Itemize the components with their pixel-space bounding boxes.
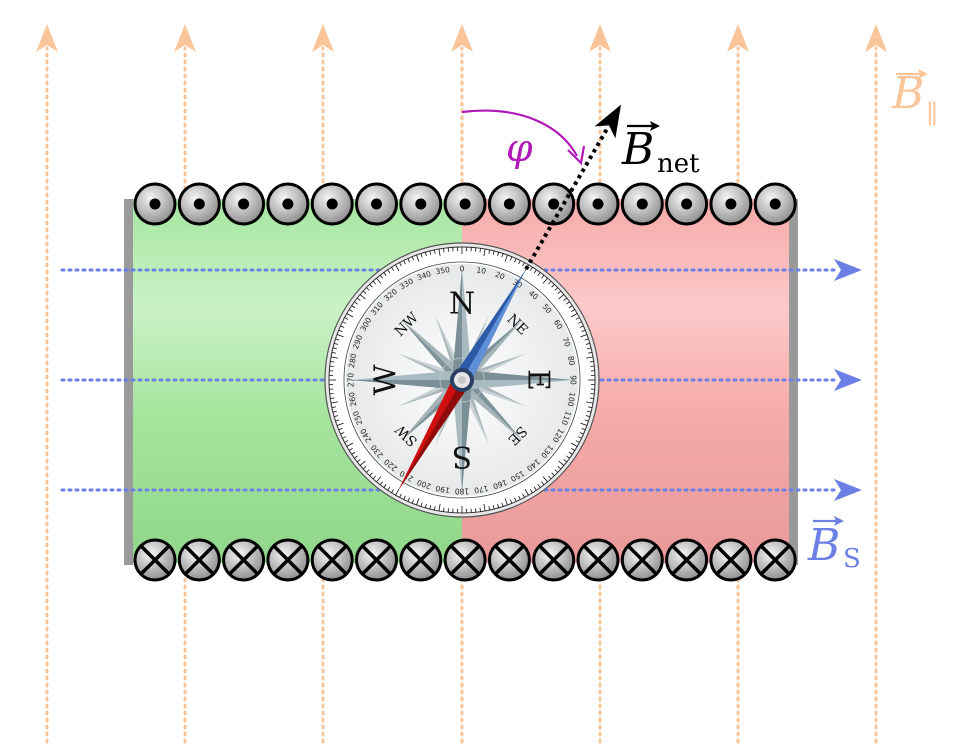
compass-north-label: N <box>449 287 475 322</box>
compass-south-label: S <box>452 439 473 474</box>
compass-west-label: W <box>369 364 404 395</box>
compass-degree-label: 260 <box>347 391 358 407</box>
b-parallel-arrowhead <box>451 24 473 52</box>
current-out-of-page-icon <box>133 182 797 226</box>
b-parallel-arrowhead <box>727 24 749 52</box>
angle-phi-indicator <box>461 109 586 166</box>
compass-degree-label: 0 <box>460 265 465 274</box>
compass-degree-label: 60 <box>552 318 565 331</box>
solenoid-left-cap <box>124 199 133 565</box>
b-parallel-arrowhead <box>174 24 196 52</box>
b-net-arrowhead <box>594 104 621 139</box>
compass-degree-label: 70 <box>560 336 572 348</box>
compass-degree-label: 10 <box>476 265 487 276</box>
compass-degree-label: 80 <box>566 355 577 366</box>
b-parallel-arrowhead <box>36 24 58 52</box>
compass-needle-north <box>454 269 526 385</box>
compass-degree-label: 180 <box>455 487 470 496</box>
b-parallel-arrowhead <box>589 24 611 52</box>
compass-degree-label: 100 <box>566 391 577 407</box>
label-b-solenoid: B S <box>807 516 861 574</box>
current-into-page-icon <box>133 538 797 582</box>
compass-degree-label: 350 <box>435 265 451 276</box>
compass-degree-label: 170 <box>473 484 489 495</box>
svg-text:net: net <box>657 149 700 179</box>
compass-degree-label: 20 <box>494 270 506 282</box>
label-angle-phi: φ <box>506 126 533 170</box>
solenoid-right-cap <box>789 199 798 565</box>
b-parallel-arrowhead <box>865 24 887 52</box>
b-net-vector <box>524 104 621 271</box>
compass-degree-label: 90 <box>569 375 578 385</box>
svg-text:∥: ∥ <box>926 100 938 130</box>
b-parallel-field-lines <box>36 24 887 744</box>
svg-text:B: B <box>891 68 924 119</box>
svg-text:S: S <box>843 544 861 574</box>
compass-degree-label: 270 <box>347 373 356 388</box>
b-solenoid-arrowhead <box>834 369 862 391</box>
label-b-net: B net <box>621 121 700 179</box>
svg-text:B: B <box>807 520 840 571</box>
compass: 0102030405060708090100110120130140150160… <box>324 242 600 518</box>
compass-needle <box>398 269 526 491</box>
b-parallel-arrowhead <box>312 24 334 52</box>
compass-degree-ticks <box>329 247 595 513</box>
compass-east-label: E <box>521 369 556 391</box>
label-b-parallel: B ∥ <box>891 68 938 130</box>
compass-degree-label: 190 <box>435 484 451 495</box>
compass-degree-label: 280 <box>347 353 358 369</box>
svg-text:B: B <box>621 124 654 175</box>
b-solenoid-arrowhead <box>834 479 862 501</box>
b-solenoid-arrowhead <box>834 259 862 281</box>
